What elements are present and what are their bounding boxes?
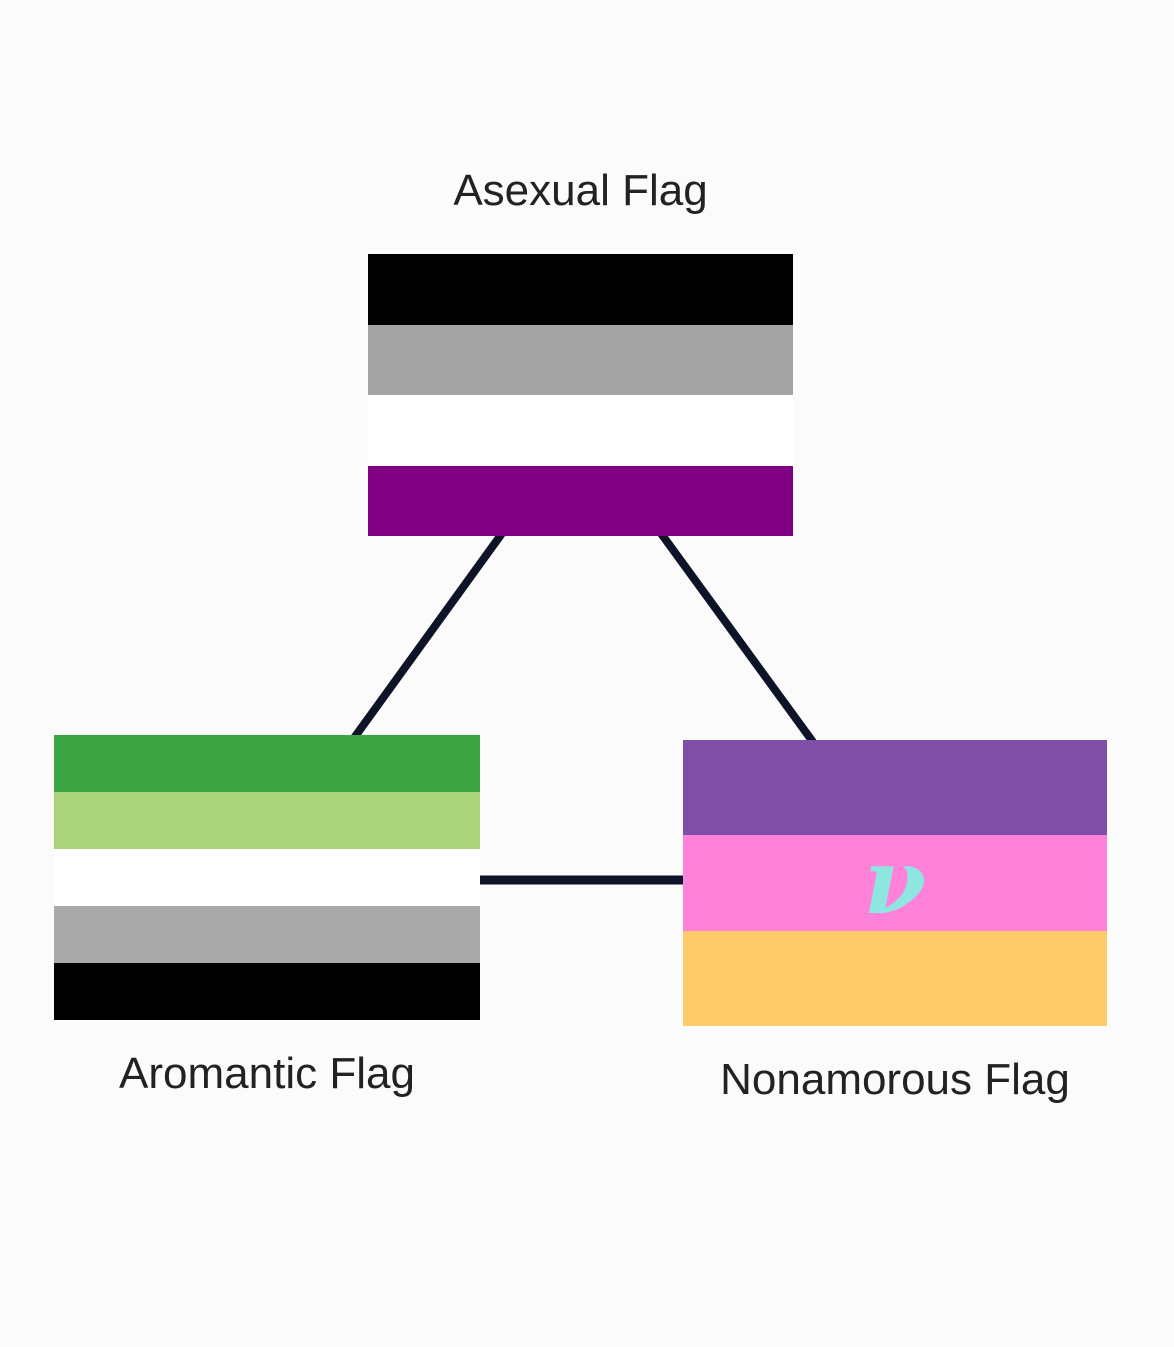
aromantic-flag-label: Aromantic Flag [119, 1049, 415, 1098]
nonamorous-flag-label: Nonamorous Flag [720, 1055, 1070, 1104]
flag-stripe [683, 835, 1107, 931]
asexual-flag-label: Asexual Flag [453, 166, 708, 215]
flag-stripe [368, 465, 793, 536]
flag-stripe [368, 324, 793, 395]
flag-stripe [683, 930, 1107, 1026]
aromantic-flag [54, 735, 480, 1020]
edge-asexual-nonamorous [656, 529, 817, 745]
flag-stripe [368, 254, 793, 325]
nu-symbol: ν [863, 829, 927, 935]
flag-stripe [54, 963, 480, 1020]
edge-asexual-aromantic [350, 529, 507, 741]
flag-stripe [54, 735, 480, 792]
flag-stripe [54, 849, 480, 906]
flag-stripe [368, 395, 793, 466]
flag-stripe [54, 792, 480, 849]
nonamorous-flag: ν [683, 740, 1107, 1026]
flag-stripe [683, 740, 1107, 836]
flag-stripe [54, 906, 480, 963]
asexual-flag [368, 254, 793, 536]
